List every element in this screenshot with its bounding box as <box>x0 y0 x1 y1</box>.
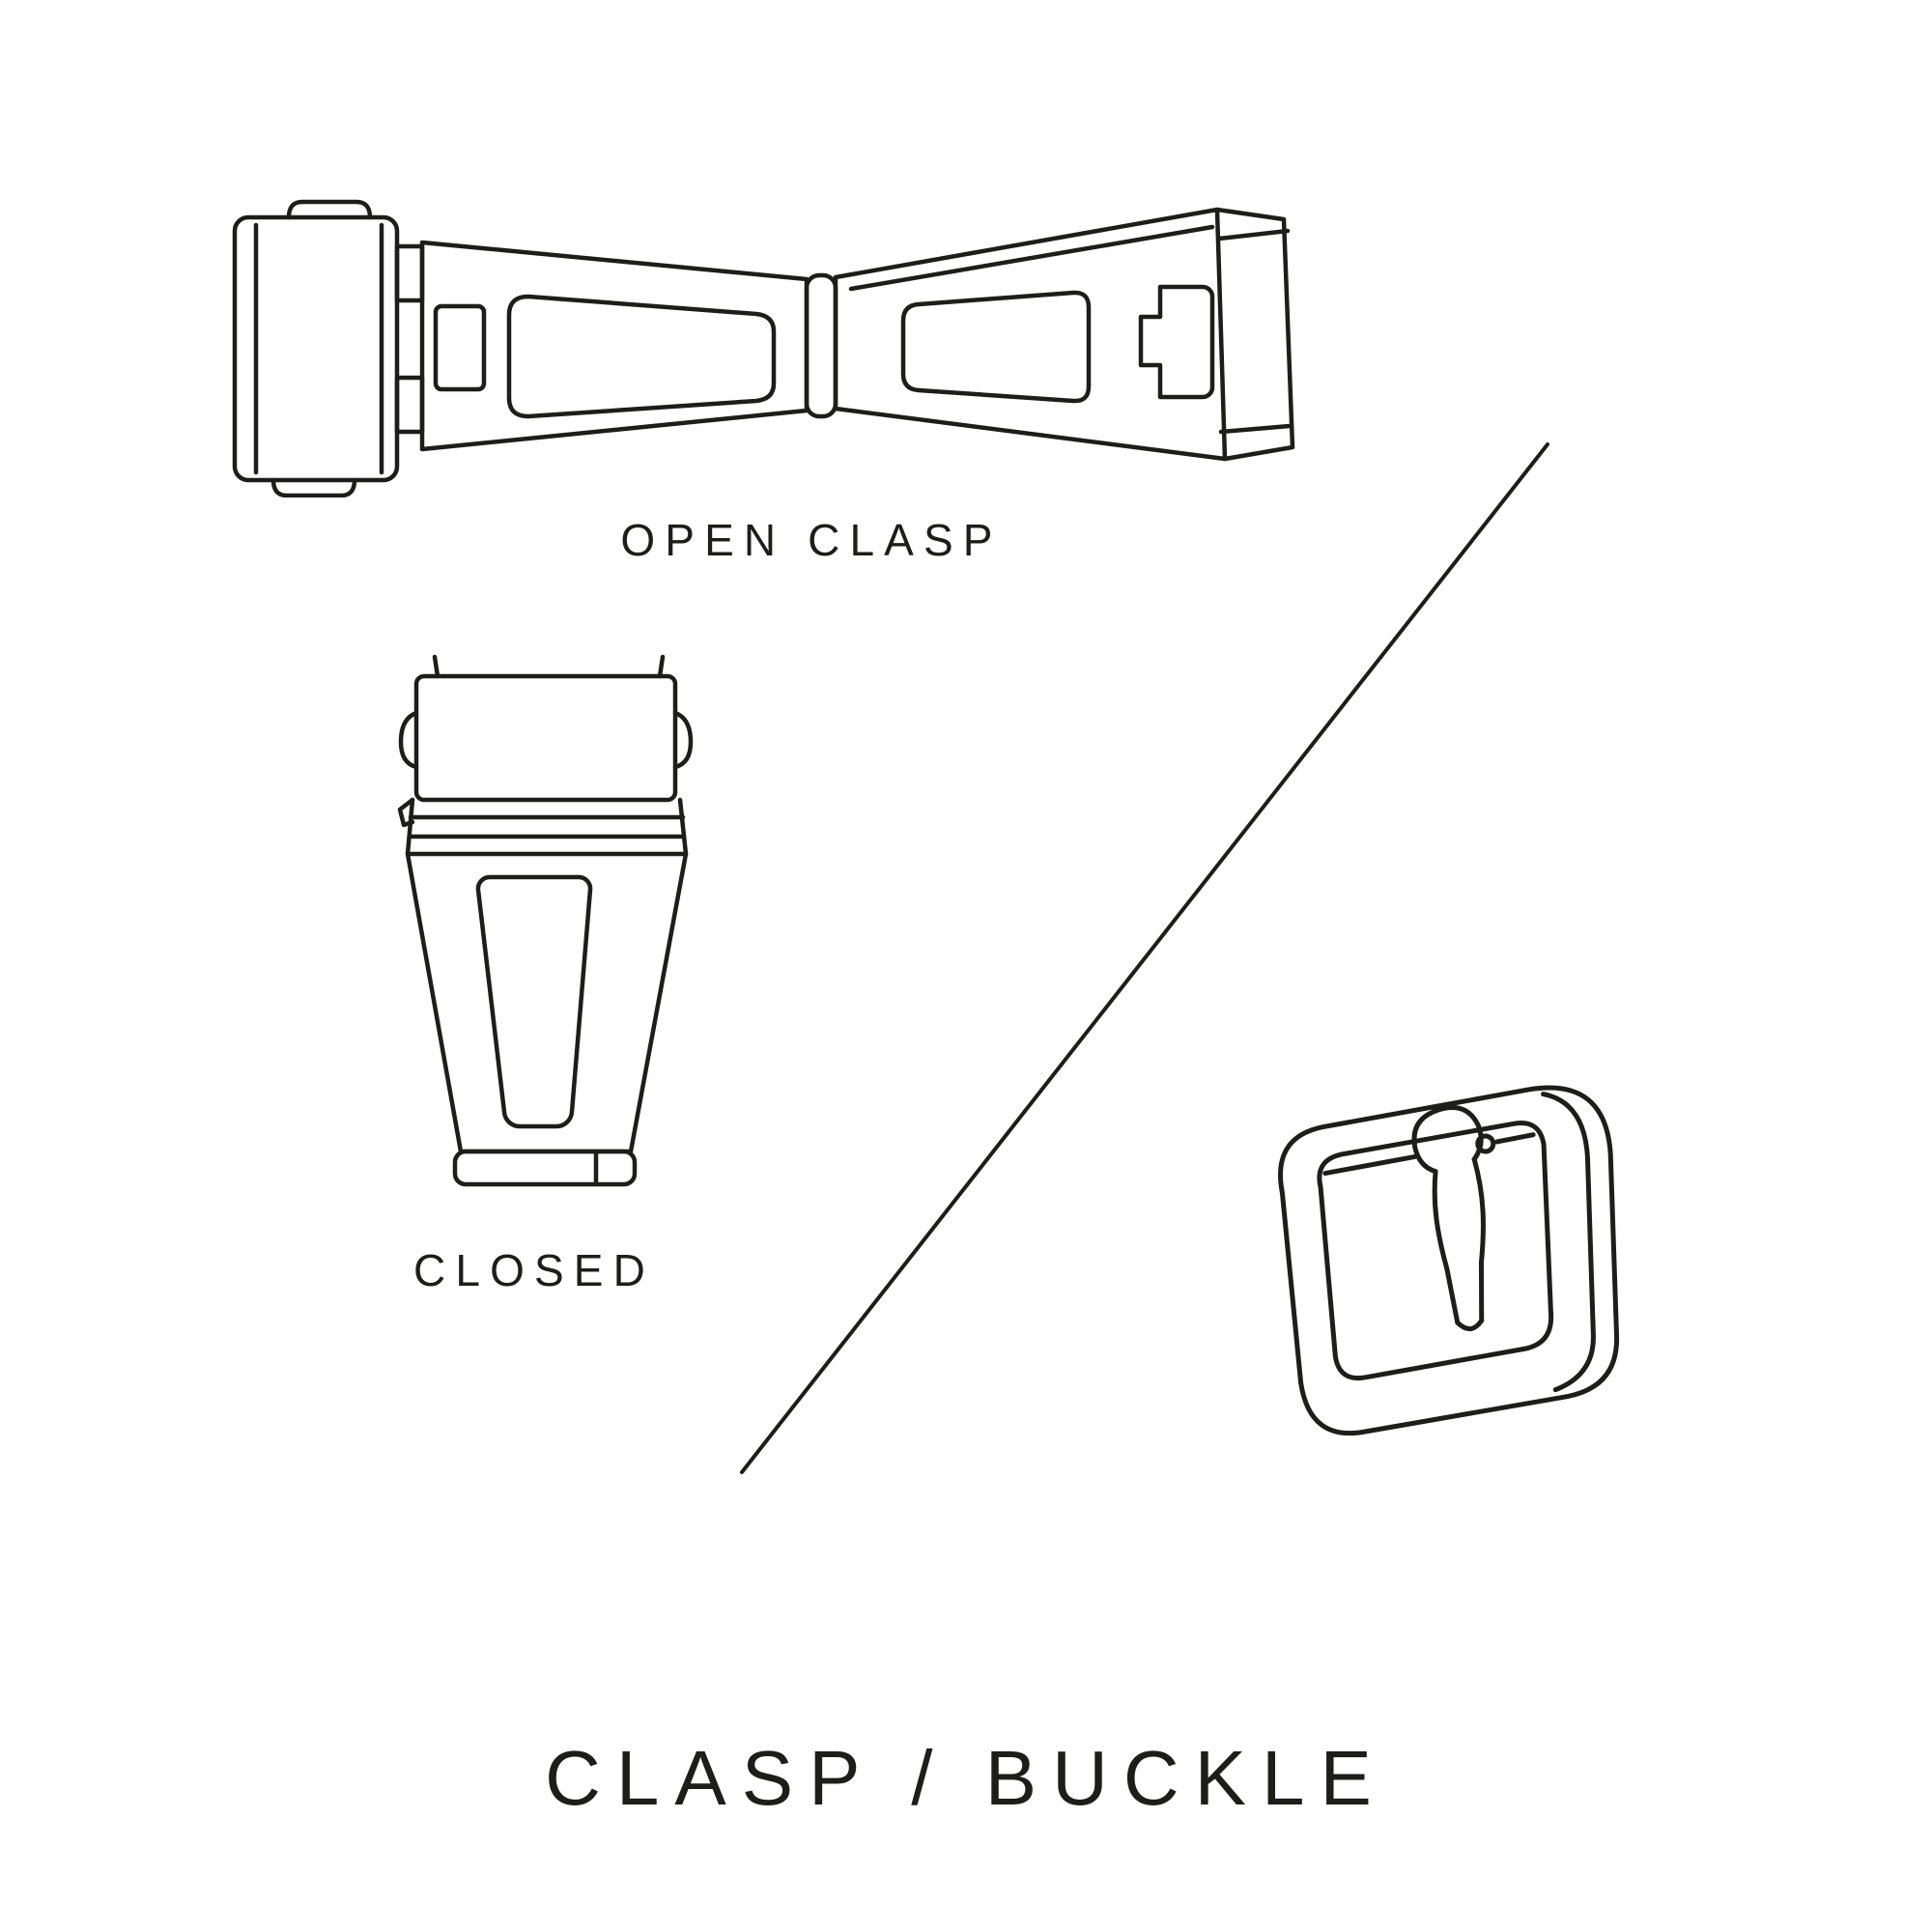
closed-clasp-illustration <box>382 653 710 1204</box>
buckle-illustration <box>1219 1070 1673 1447</box>
buckle-icon <box>1278 1085 1619 1436</box>
open-clasp-label: OPEN CLASP <box>620 515 1003 565</box>
diagram-title: CLASP / BUCKLE <box>545 1735 1387 1821</box>
open-clasp-illustration <box>217 179 1299 497</box>
closed-clasp-label: CLOSED <box>413 1245 655 1295</box>
closed-clasp-icon <box>397 654 694 1187</box>
open-clasp-icon <box>232 199 1295 497</box>
